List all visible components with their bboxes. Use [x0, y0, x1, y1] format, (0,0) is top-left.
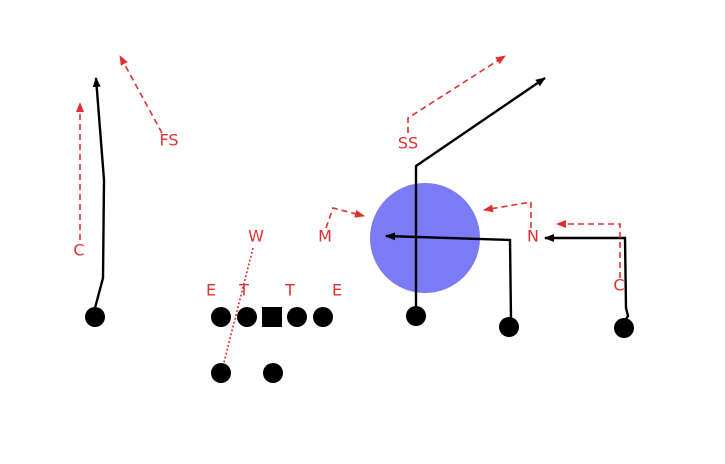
route-wing-back	[385, 232, 513, 321]
def-label-w: W	[248, 227, 264, 246]
def-route-fs	[119, 55, 163, 134]
player-slot-receiver	[406, 306, 426, 326]
def-route-ss	[407, 55, 506, 133]
def-route-n	[483, 201, 532, 228]
player-running-back	[263, 363, 283, 383]
def-route-c-right	[556, 220, 621, 278]
player-left-guard	[237, 307, 257, 327]
def-label-ss: SS	[398, 134, 418, 153]
route-slot-receiver	[414, 77, 546, 310]
def-label-m: M	[318, 227, 332, 246]
player-quarterback	[211, 363, 231, 383]
player-left-receiver	[85, 307, 105, 327]
def-route-m	[325, 207, 365, 229]
def-label-e-left: E	[206, 281, 216, 300]
player-right-tackle	[313, 307, 333, 327]
player-center	[262, 307, 282, 327]
def-label-c-right: C	[613, 276, 624, 295]
def-label-e-right: E	[332, 281, 342, 300]
player-right-receiver	[614, 318, 634, 338]
def-label-t-right: T	[284, 281, 295, 300]
def-label-t-left: T	[238, 281, 249, 300]
def-route-w	[221, 247, 254, 371]
def-label-fs: FS	[159, 131, 178, 150]
route-left-receiver	[92, 77, 106, 309]
route-right-receiver	[544, 234, 630, 323]
player-left-tackle	[211, 307, 231, 327]
player-wing-back	[499, 317, 519, 337]
def-label-c-left: C	[73, 241, 84, 260]
def-label-n: N	[527, 227, 539, 246]
player-right-guard	[287, 307, 307, 327]
